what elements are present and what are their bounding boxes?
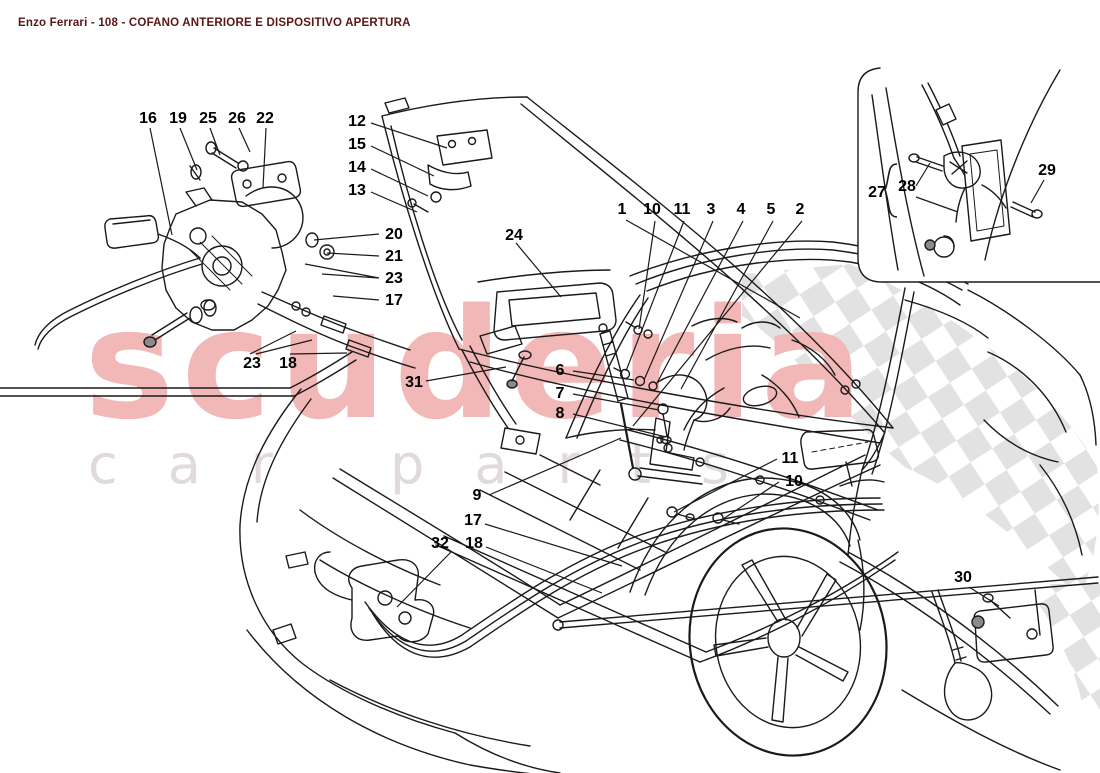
part-number-callout: 10 [643,201,661,218]
part-number-callout: 20 [385,226,403,243]
part-number-callout: 21 [385,248,403,265]
watermark-subtitle-text: car parts [88,433,779,496]
part-number-callout: 7 [556,385,565,402]
part-number-callout: 30 [954,569,972,586]
part-number-callout: 16 [139,110,157,127]
part-number-callout: 29 [1038,162,1056,179]
part-number-callout: 28 [898,178,916,195]
part-number-callout: 11 [782,450,799,467]
part-number-callout: 3 [707,201,716,218]
part-number-callout: 27 [868,184,886,201]
inset-background [858,40,1100,282]
part-number-callout: 17 [385,292,403,309]
part-number-callout: 2 [796,201,805,218]
part-number-callout: 12 [348,113,366,130]
part-number-callout: 8 [556,405,565,422]
part-number-callout: 10 [785,473,803,490]
part-number-callout: 25 [199,110,217,127]
page-title: Enzo Ferrari - 108 - COFANO ANTERIORE E … [18,17,411,29]
part-number-callout: 23 [243,355,261,372]
part-number-callout: 13 [348,182,366,199]
checkered-flag-watermark [742,264,1100,714]
part-number-callout: 31 [405,374,423,391]
part-number-callout: 15 [348,136,366,153]
watermark-brand-text: scuderia [84,276,870,453]
part-number-callout: 17 [464,512,482,529]
part-number-callout: 32 [431,535,449,552]
inset-detail-drawing [857,67,1100,283]
part-number-callout: 14 [348,159,366,176]
part-number-callout: 18 [279,355,297,372]
part-number-callout: 9 [473,487,482,504]
part-number-callout: 4 [737,201,746,218]
part-number-callout: 1 [618,201,627,218]
part-number-callout: 22 [256,110,274,127]
part-number-callout: 24 [505,227,523,244]
lanyard-detail-drawing [931,589,1054,721]
part-number-callout: 18 [465,535,483,552]
leader-lines [149,122,1045,608]
part-number-callout: 6 [556,362,565,379]
part-number-callout: 23 [385,270,403,287]
part-number-callout: 11 [674,201,691,218]
part-number-callout: 19 [169,110,187,127]
part-number-callout: 26 [228,110,246,127]
part-number-callout: 5 [767,201,776,218]
